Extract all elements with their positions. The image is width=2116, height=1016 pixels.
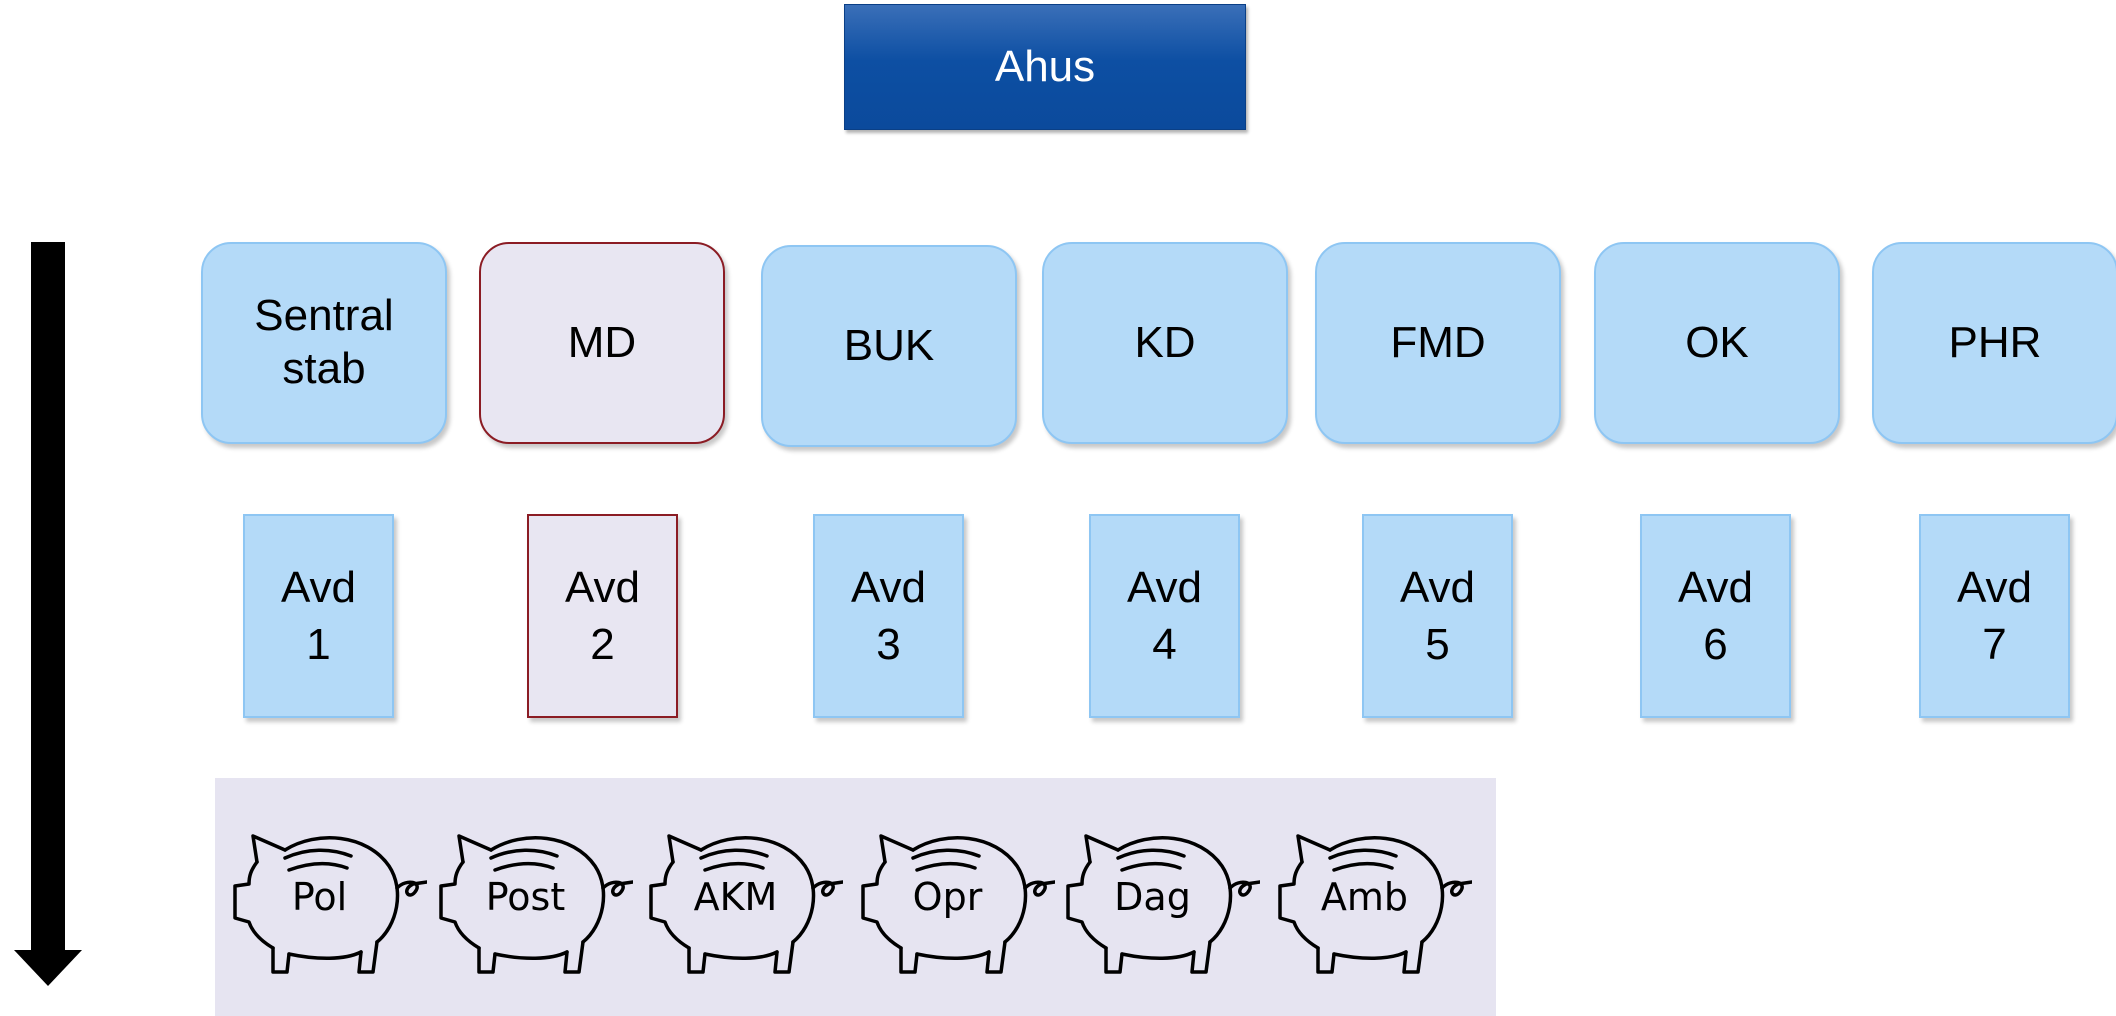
- cost-center-panel: Pol Post AKM Opr Dag Amb: [215, 778, 1496, 1016]
- cost-center-label: Opr: [912, 875, 983, 919]
- cost-center-label: AKM: [693, 875, 778, 919]
- division-box: KD: [1042, 242, 1288, 444]
- organization-title: Ahus: [844, 4, 1246, 130]
- cost-center-item: Opr: [855, 826, 1055, 986]
- cost-center-item: Pol: [227, 826, 427, 986]
- cost-center-label: Amb: [1320, 875, 1409, 919]
- cost-center-item: Amb: [1272, 826, 1472, 986]
- division-box: MD: [479, 242, 725, 444]
- cost-center-item: Post: [433, 826, 633, 986]
- division-box: BUK: [761, 245, 1017, 447]
- division-box: FMD: [1315, 242, 1561, 444]
- division-box: PHR: [1872, 242, 2116, 444]
- down-arrow-icon: [14, 242, 82, 986]
- cost-center-label: Dag: [1114, 875, 1191, 919]
- cost-center-item: AKM: [643, 826, 843, 986]
- division-box: OK: [1594, 242, 1840, 444]
- cost-center-label: Post: [485, 875, 566, 919]
- cost-center-item: Dag: [1060, 826, 1260, 986]
- cost-center-label: Pol: [291, 875, 348, 919]
